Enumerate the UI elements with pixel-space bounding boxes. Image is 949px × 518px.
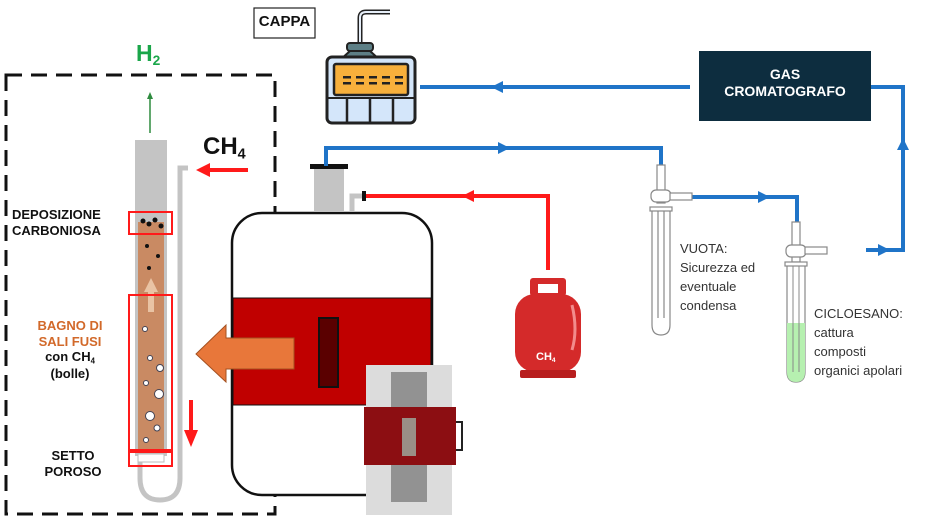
h2-label: H2 [136,40,161,69]
cylinder-label: CH4 [536,351,556,364]
ch4-feed-line [366,194,550,270]
trap-cyclohexane [784,221,828,383]
inlet-cap [362,191,366,201]
furnace-photo [364,365,463,515]
trap-empty [649,164,693,336]
outlet-cap [310,164,348,169]
hood-icon [325,9,417,125]
porous-plate [137,453,165,463]
inlet-fitting [349,193,362,212]
furnace-window [318,317,339,388]
flow-down-arrowhead-icon [184,430,198,447]
carbon-particles [140,217,164,270]
gas-flow-arrows [491,81,909,256]
ch4-inlet-arrowhead-icon [196,163,210,177]
heat-arrow [195,323,295,384]
ch4-flow-arrow-icon [462,190,474,202]
salt-bath-highlight [128,294,173,451]
cappa-label-box [253,7,316,39]
gas-bubbles [142,326,164,443]
porous-plate-highlight [128,451,173,467]
gas-chromatograph-box [699,51,871,121]
furnace-outlet-fitting [314,166,344,212]
inlet-tube [137,165,188,503]
ch4-cylinder [515,278,581,378]
molten-salt-label: BAGNO DI SALI FUSI con CH4 (bolle) [37,318,103,381]
deposition-highlight [128,211,173,235]
ch4-inlet-label: CH4 [203,133,246,163]
cappa-label: CAPPA [258,13,311,30]
h2-arrowhead-icon [147,92,153,99]
